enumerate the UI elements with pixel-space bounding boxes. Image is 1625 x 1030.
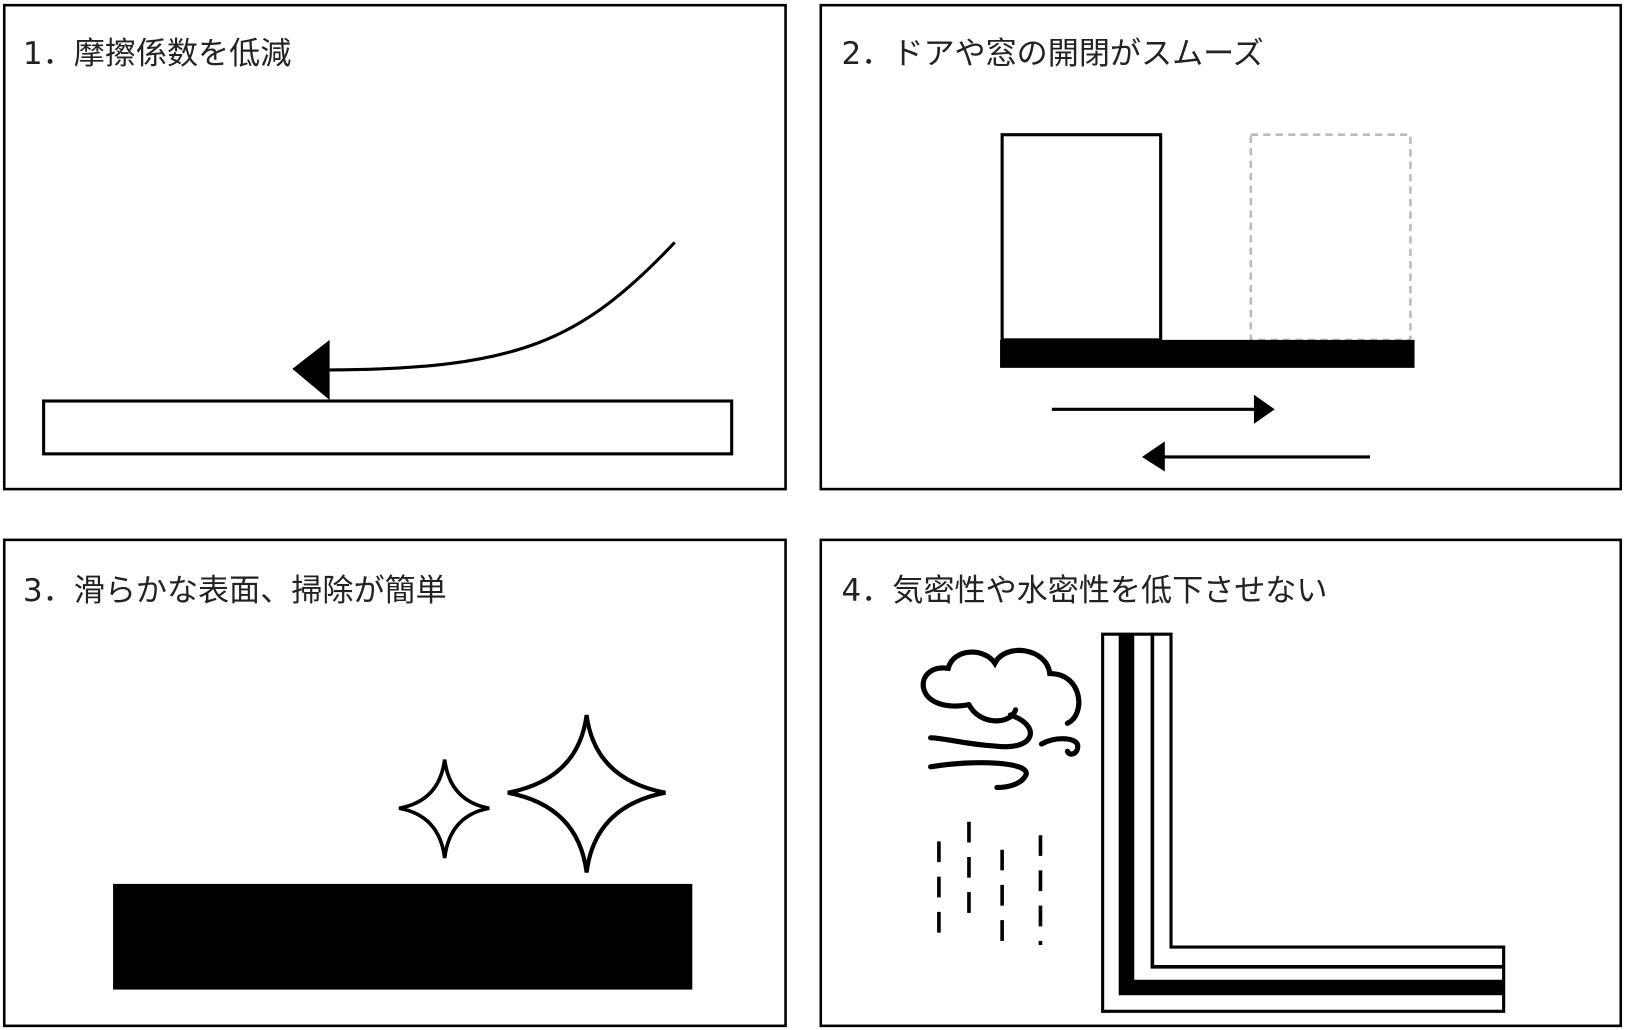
panel-door: 2．ドアや窓の開閉がスムーズ bbox=[819, 3, 1623, 491]
panel-title: 3．滑らかな表面、掃除が簡単 bbox=[23, 573, 447, 609]
door-ghost-position bbox=[1249, 133, 1412, 342]
door-panel bbox=[1000, 133, 1163, 342]
door-rail bbox=[1000, 339, 1415, 368]
sparkle-large-icon bbox=[507, 714, 666, 873]
arrowhead-left-icon bbox=[292, 339, 330, 400]
panel-frame bbox=[819, 538, 1623, 1028]
arrow-left-icon bbox=[1142, 441, 1165, 472]
panel-title: 2．ドアや窓の開閉がスムーズ bbox=[842, 36, 1264, 72]
panel-frame bbox=[819, 3, 1623, 491]
sliding-arrow-curve bbox=[329, 241, 676, 372]
cloud-wind-icon bbox=[920, 647, 1082, 791]
arrow-right-icon bbox=[1253, 394, 1275, 424]
surface-plate bbox=[42, 399, 734, 456]
panel-title: 4．気密性や水密性を低下させない bbox=[842, 573, 1328, 609]
panel-airtight: 4．気密性や水密性を低下させない bbox=[819, 538, 1623, 1028]
smooth-surface-block bbox=[113, 883, 693, 990]
sealed-frame-section bbox=[1101, 632, 1506, 1013]
panel-title: 1．摩擦係数を低減 bbox=[23, 36, 291, 72]
rain-icon bbox=[937, 821, 1043, 956]
sparkle-small-icon bbox=[398, 759, 490, 859]
panel-smooth-surface: 3．滑らかな表面、掃除が簡単 bbox=[2, 538, 787, 1028]
panel-friction: 1．摩擦係数を低減 bbox=[2, 3, 787, 491]
